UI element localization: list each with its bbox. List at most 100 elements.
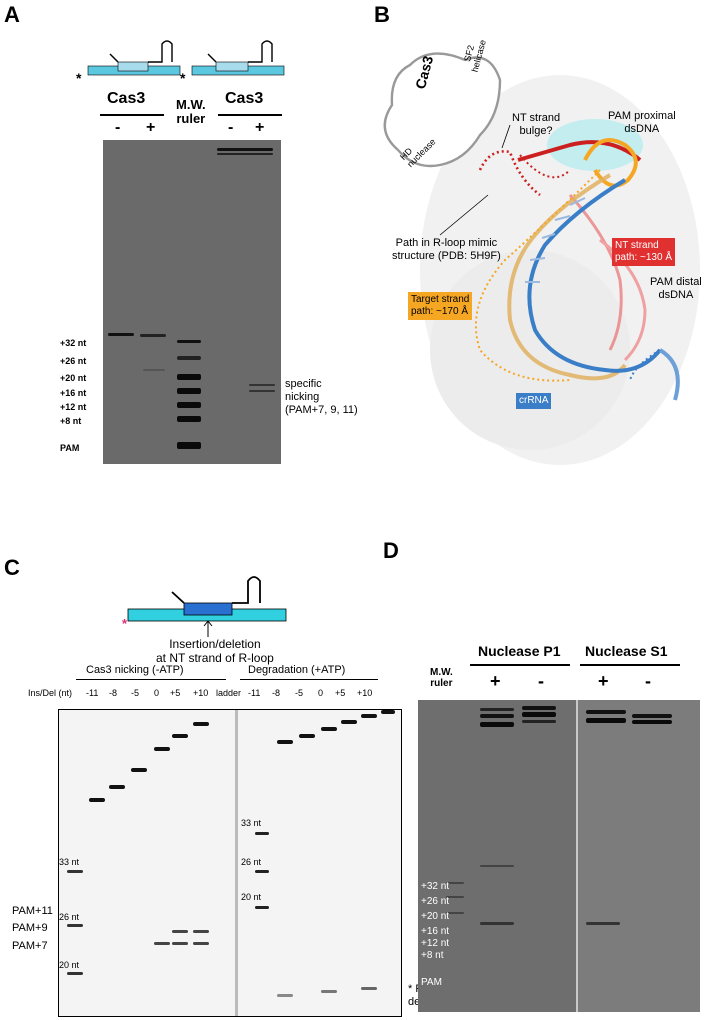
ladder-band	[446, 882, 464, 884]
band	[108, 333, 134, 336]
panel-a-letter: A	[4, 2, 20, 27]
marker-c-right-26: 26 nt	[241, 857, 262, 867]
marker-c-right-33: 33 nt	[241, 818, 262, 828]
band	[193, 930, 209, 933]
band	[131, 768, 147, 772]
panel-b-structure	[383, 52, 700, 465]
gel-d	[418, 700, 700, 1012]
ladder-band	[177, 374, 201, 380]
lane-c-r-3: 0	[318, 688, 324, 698]
marker-a-12: +12 nt	[60, 402, 87, 412]
marker-c-left-26: 26 nt	[59, 912, 80, 922]
nt-path-line1: NT strand	[615, 240, 659, 251]
band	[67, 870, 83, 873]
pam-plus-9-label: PAM+9	[12, 922, 48, 934]
target-line1: Target strand	[411, 294, 470, 305]
band	[480, 922, 514, 925]
band	[217, 153, 273, 155]
pam-distal-line2: dsDNA	[658, 289, 694, 301]
ladder-band	[177, 402, 201, 408]
lane-c-l-5: +10	[193, 688, 209, 698]
nuclease-s1-label: Nuclease S1	[585, 643, 668, 659]
marker-a-8: +8 nt	[60, 416, 82, 426]
nuclease-s1-underline	[580, 664, 680, 666]
band	[67, 924, 83, 927]
ladder-band	[446, 896, 464, 898]
specific-nicking-label: specific nicking (PAM+7, 9, 11)	[285, 378, 358, 417]
band	[632, 720, 672, 724]
band	[154, 942, 170, 945]
lane-c-r-1: -8	[272, 688, 281, 698]
asterisk-left: *	[76, 70, 82, 86]
band	[522, 706, 556, 710]
header-degradation-line	[240, 679, 378, 680]
pam-prox-line1: PAM proximal	[608, 110, 676, 122]
ladder-band	[177, 356, 201, 360]
insdel-label: Ins/Del (nt)	[28, 688, 73, 698]
lane-plus-right: +	[255, 119, 265, 136]
nt-strand-path-tag: NT strand path: ~130 Å	[612, 238, 675, 266]
asterisk-c: *	[122, 616, 128, 631]
p1-plus: +	[490, 671, 501, 691]
panel-c-letter: C	[4, 555, 20, 580]
band	[67, 972, 83, 975]
marker-a-32: +32 nt	[60, 338, 87, 348]
marker-a-16: +16 nt	[60, 388, 87, 398]
cas3-right-label: Cas3	[225, 90, 264, 107]
asterisk-right: *	[180, 70, 186, 86]
ladder-band	[177, 340, 201, 343]
pam-prox-line2: dsDNA	[624, 123, 660, 135]
target-line2: path: ~170 Å	[411, 306, 468, 317]
band	[277, 740, 293, 744]
marker-d-20: +20 nt	[421, 911, 450, 922]
band	[480, 722, 514, 727]
cas3-left-label: Cas3	[107, 90, 146, 107]
marker-c-right-20: 20 nt	[241, 892, 262, 902]
cas3-left-underline	[100, 114, 164, 116]
nt-path-line2: path: ~130 Å	[615, 252, 672, 263]
nicking-line3: (PAM+7, 9, 11)	[285, 404, 358, 416]
gel-d-divider	[576, 700, 578, 1012]
lane-c-r-0: -11	[248, 688, 261, 698]
lane-c-r-5: +10	[357, 688, 373, 698]
band	[361, 714, 377, 718]
nt-bulge-line1: NT strand	[512, 112, 561, 124]
band	[154, 747, 170, 751]
mw-line2: ruler	[176, 111, 206, 126]
indel-label: Insertion/deletion at NT strand of R-loo…	[156, 637, 274, 665]
band	[193, 722, 209, 726]
mw-d-label: M.W. ruler	[430, 667, 453, 689]
band	[586, 710, 626, 714]
marker-a-26: +26 nt	[60, 356, 87, 366]
ladder-band	[177, 388, 201, 394]
band	[480, 865, 514, 867]
nicking-line2: nicking	[285, 391, 320, 403]
gel-c-divider	[235, 710, 238, 1016]
path-line2: structure (PDB: 5H9F)	[392, 250, 501, 262]
s1-plus: +	[598, 671, 609, 691]
target-strand-path-tag: Target strand path: ~170 Å	[408, 292, 473, 320]
band	[480, 714, 514, 718]
marker-a-pam: PAM	[60, 443, 80, 453]
band	[193, 942, 209, 945]
crrna-tag: crRNA	[516, 393, 552, 409]
marker-a-20: +20 nt	[60, 373, 87, 383]
band	[172, 930, 188, 933]
lane-c-l-2: -5	[131, 688, 140, 698]
marker-d-32: +32 nt	[421, 881, 450, 892]
lane-minus-left: -	[115, 119, 121, 136]
marker-c-left-33: 33 nt	[59, 857, 80, 867]
mw-d-line2: ruler	[430, 678, 453, 689]
band	[217, 148, 273, 151]
band	[140, 334, 166, 337]
nuclease-p1-label: Nuclease P1	[478, 643, 561, 659]
panel-b-letter: B	[374, 2, 390, 27]
panel-d-letter: D	[383, 538, 399, 563]
band	[586, 718, 626, 723]
band	[89, 798, 105, 802]
marker-d-8: +8 nt	[421, 950, 444, 961]
panel-c-substrate-schematic	[127, 576, 287, 637]
band	[361, 987, 377, 990]
ladder-band	[177, 442, 201, 449]
band	[143, 369, 165, 371]
